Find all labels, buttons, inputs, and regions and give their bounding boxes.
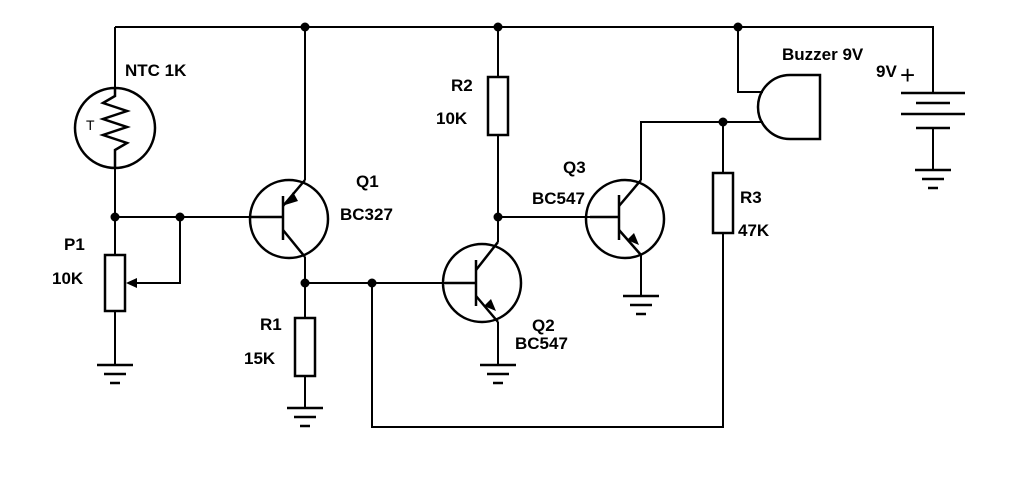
junction-dot — [733, 22, 743, 32]
ground-q2 — [480, 363, 516, 385]
q3-part-label: BC547 — [532, 189, 585, 208]
q1-part-label: BC327 — [340, 205, 393, 224]
ground-battery — [915, 168, 951, 190]
junction-dot — [110, 212, 120, 222]
potentiometer-p1 — [103, 253, 138, 313]
r2-ref-label: R2 — [451, 76, 473, 95]
junction-dot — [718, 117, 728, 127]
junction-dot — [493, 212, 503, 222]
wires — [114, 26, 934, 428]
ntc-label: NTC 1K — [125, 61, 187, 80]
transistor-q3 — [584, 178, 666, 260]
resistor-r3 — [711, 171, 735, 235]
junction-dots — [110, 22, 743, 288]
junction-dot — [367, 278, 377, 288]
p1-ref-label: P1 — [64, 235, 85, 254]
r1-ref-label: R1 — [260, 315, 282, 334]
buzzer-label: Buzzer 9V — [782, 45, 864, 64]
ntc-symbol: T — [86, 117, 95, 133]
q2-part-label: BC547 — [515, 334, 568, 353]
transistor-q1 — [248, 178, 330, 260]
ground-r1 — [287, 406, 323, 428]
junction-dot — [175, 212, 185, 222]
r3-ref-label: R3 — [740, 188, 762, 207]
junction-dot — [300, 278, 310, 288]
battery-plus-sign: + — [900, 60, 915, 90]
junction-dot — [300, 22, 310, 32]
wire-q3-collector — [640, 121, 723, 180]
buzzer — [756, 73, 822, 141]
q1-ref-label: Q1 — [356, 172, 379, 191]
q2-ref-label: Q2 — [532, 316, 555, 335]
ground-p1 — [97, 363, 133, 385]
junction-dot — [493, 22, 503, 32]
wire-feedback — [371, 233, 724, 428]
ntc-thermistor: T — [73, 86, 157, 170]
wire-buzzer-pos — [737, 27, 763, 93]
q3-ref-label: Q3 — [563, 158, 586, 177]
p1-value-label: 10K — [52, 269, 84, 288]
battery — [901, 91, 965, 130]
wire-p1-wiper — [138, 217, 181, 284]
wire-top-rail — [115, 26, 934, 93]
r1-value-label: 15K — [244, 349, 276, 368]
transistor-q2 — [441, 241, 523, 324]
r2-value-label: 10K — [436, 109, 468, 128]
battery-value-label: 9V — [876, 62, 897, 81]
r3-value-label: 47K — [738, 221, 770, 240]
resistor-r2 — [486, 75, 510, 137]
ground-q3 — [623, 294, 659, 316]
resistor-r1 — [293, 316, 317, 378]
